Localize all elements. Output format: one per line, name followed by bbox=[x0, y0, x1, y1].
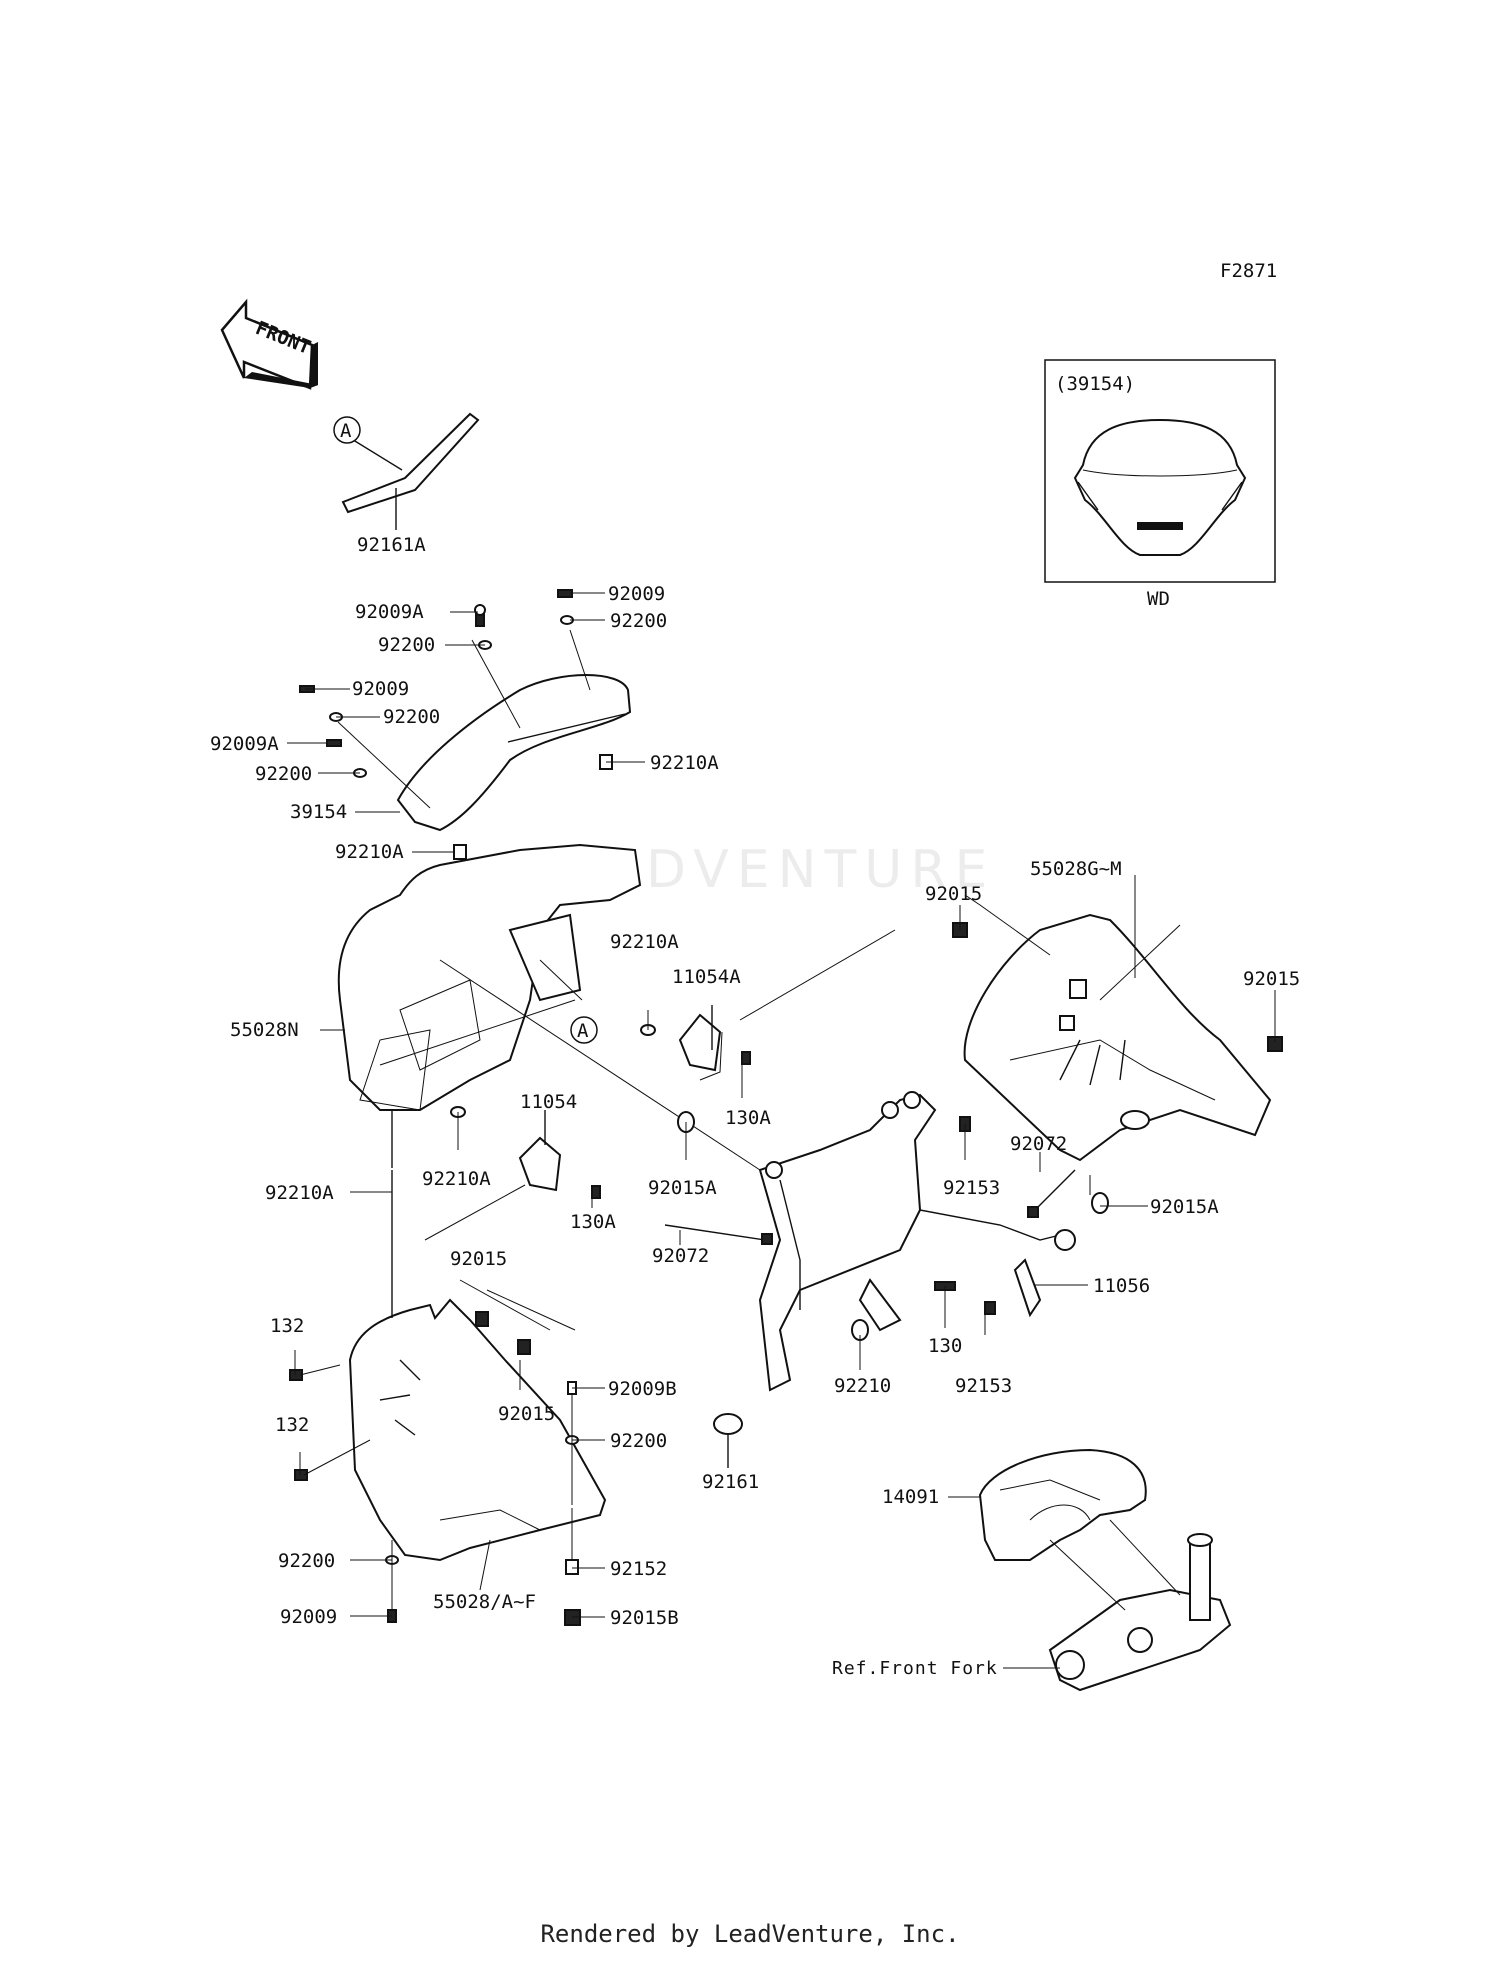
label-92210a-1: 92210A bbox=[650, 752, 719, 774]
label-92210a-3: 92210A bbox=[610, 931, 679, 953]
label-130a-2: 130A bbox=[570, 1211, 616, 1233]
label-92009a-2: 92009A bbox=[210, 733, 279, 755]
label-55028n: 55028N bbox=[230, 1019, 299, 1041]
label-14091: 14091 bbox=[882, 1486, 939, 1508]
label-92210a-2: 92210A bbox=[335, 841, 404, 863]
label-11056: 11056 bbox=[1093, 1275, 1150, 1297]
label-92015-3: 92015 bbox=[450, 1248, 507, 1270]
label-92015b: 92015B bbox=[610, 1607, 679, 1629]
windshield-wd-icon bbox=[1073, 418, 1247, 556]
label-130a-1: 130A bbox=[725, 1107, 771, 1129]
part-labels: 92009A 92009 92200 92200 92009 92200 920… bbox=[210, 583, 1300, 1679]
front-arrow-icon: FRONT bbox=[220, 298, 318, 390]
label-92161a: 92161A bbox=[357, 534, 426, 556]
label-92072-2: 92072 bbox=[652, 1245, 709, 1267]
label-55028af: 55028/A~F bbox=[433, 1591, 536, 1613]
label-132-1: 132 bbox=[270, 1315, 304, 1337]
label-92009a-1: 92009A bbox=[355, 601, 424, 623]
label-92153-2: 92153 bbox=[955, 1375, 1012, 1397]
label-92200-4: 92200 bbox=[255, 763, 312, 785]
label-92072-1: 92072 bbox=[1010, 1133, 1067, 1155]
label-92210a-4: 92210A bbox=[422, 1168, 491, 1190]
inset-ref: (39154) bbox=[1055, 373, 1135, 395]
label-92009-1: 92009 bbox=[608, 583, 665, 605]
label-92009-3: 92009 bbox=[280, 1606, 337, 1628]
label-92200-6: 92200 bbox=[278, 1550, 335, 1572]
label-130: 130 bbox=[928, 1335, 962, 1357]
windshield-39154 bbox=[337, 629, 632, 832]
label-ref-front-fork: Ref.Front Fork bbox=[832, 1658, 998, 1679]
label-92200-2: 92200 bbox=[610, 610, 667, 632]
label-92210a-5: 92210A bbox=[265, 1182, 334, 1204]
label-39154: 39154 bbox=[290, 801, 347, 823]
label-92015-4: 92015 bbox=[498, 1403, 555, 1425]
cowl-stay-frame bbox=[758, 1091, 1076, 1392]
trim-strip-92161a: A 92161A bbox=[333, 412, 480, 556]
bracket-11054 bbox=[424, 1106, 601, 1241]
lower-cowl-55028af bbox=[289, 1170, 607, 1626]
label-132-2: 132 bbox=[275, 1414, 309, 1436]
callout-a-1: A bbox=[340, 420, 352, 442]
fork-clamp-ref bbox=[1048, 1519, 1232, 1692]
label-92015-2: 92015 bbox=[1243, 968, 1300, 990]
label-92161: 92161 bbox=[702, 1471, 759, 1493]
leader-lines bbox=[287, 592, 1276, 1669]
label-92009b: 92009B bbox=[608, 1378, 677, 1400]
hardware-fasteners bbox=[299, 589, 613, 860]
label-92153-1: 92153 bbox=[943, 1177, 1000, 1199]
inner-cowl-55028n: A bbox=[337, 843, 761, 1171]
label-92015a-2: 92015A bbox=[1150, 1196, 1219, 1218]
label-92015-1: 92015 bbox=[925, 883, 982, 905]
figure-code: F2871 bbox=[1220, 260, 1277, 282]
callout-a-2: A bbox=[577, 1020, 589, 1042]
bracket-11054a bbox=[640, 1005, 751, 1081]
label-92200-3: 92200 bbox=[383, 706, 440, 728]
label-11054a: 11054A bbox=[672, 966, 741, 988]
inset-caption: WD bbox=[1147, 588, 1170, 610]
label-92152: 92152 bbox=[610, 1558, 667, 1580]
label-92210: 92210 bbox=[834, 1375, 891, 1397]
label-92015a-1: 92015A bbox=[648, 1177, 717, 1199]
footer-credit: Rendered by LeadVenture, Inc. bbox=[540, 1920, 960, 1948]
label-92009-2: 92009 bbox=[352, 678, 409, 700]
label-55028gm: 55028G~M bbox=[1030, 858, 1122, 880]
inset-windshield-box: (39154) WD bbox=[1044, 359, 1276, 610]
side-cowl-55028gm bbox=[739, 894, 1283, 1162]
cable-ties-92072 bbox=[664, 1169, 1076, 1245]
label-92200-5: 92200 bbox=[610, 1430, 667, 1452]
label-11054: 11054 bbox=[520, 1091, 577, 1113]
cover-14091 bbox=[978, 1448, 1147, 1561]
label-92200-1: 92200 bbox=[378, 634, 435, 656]
